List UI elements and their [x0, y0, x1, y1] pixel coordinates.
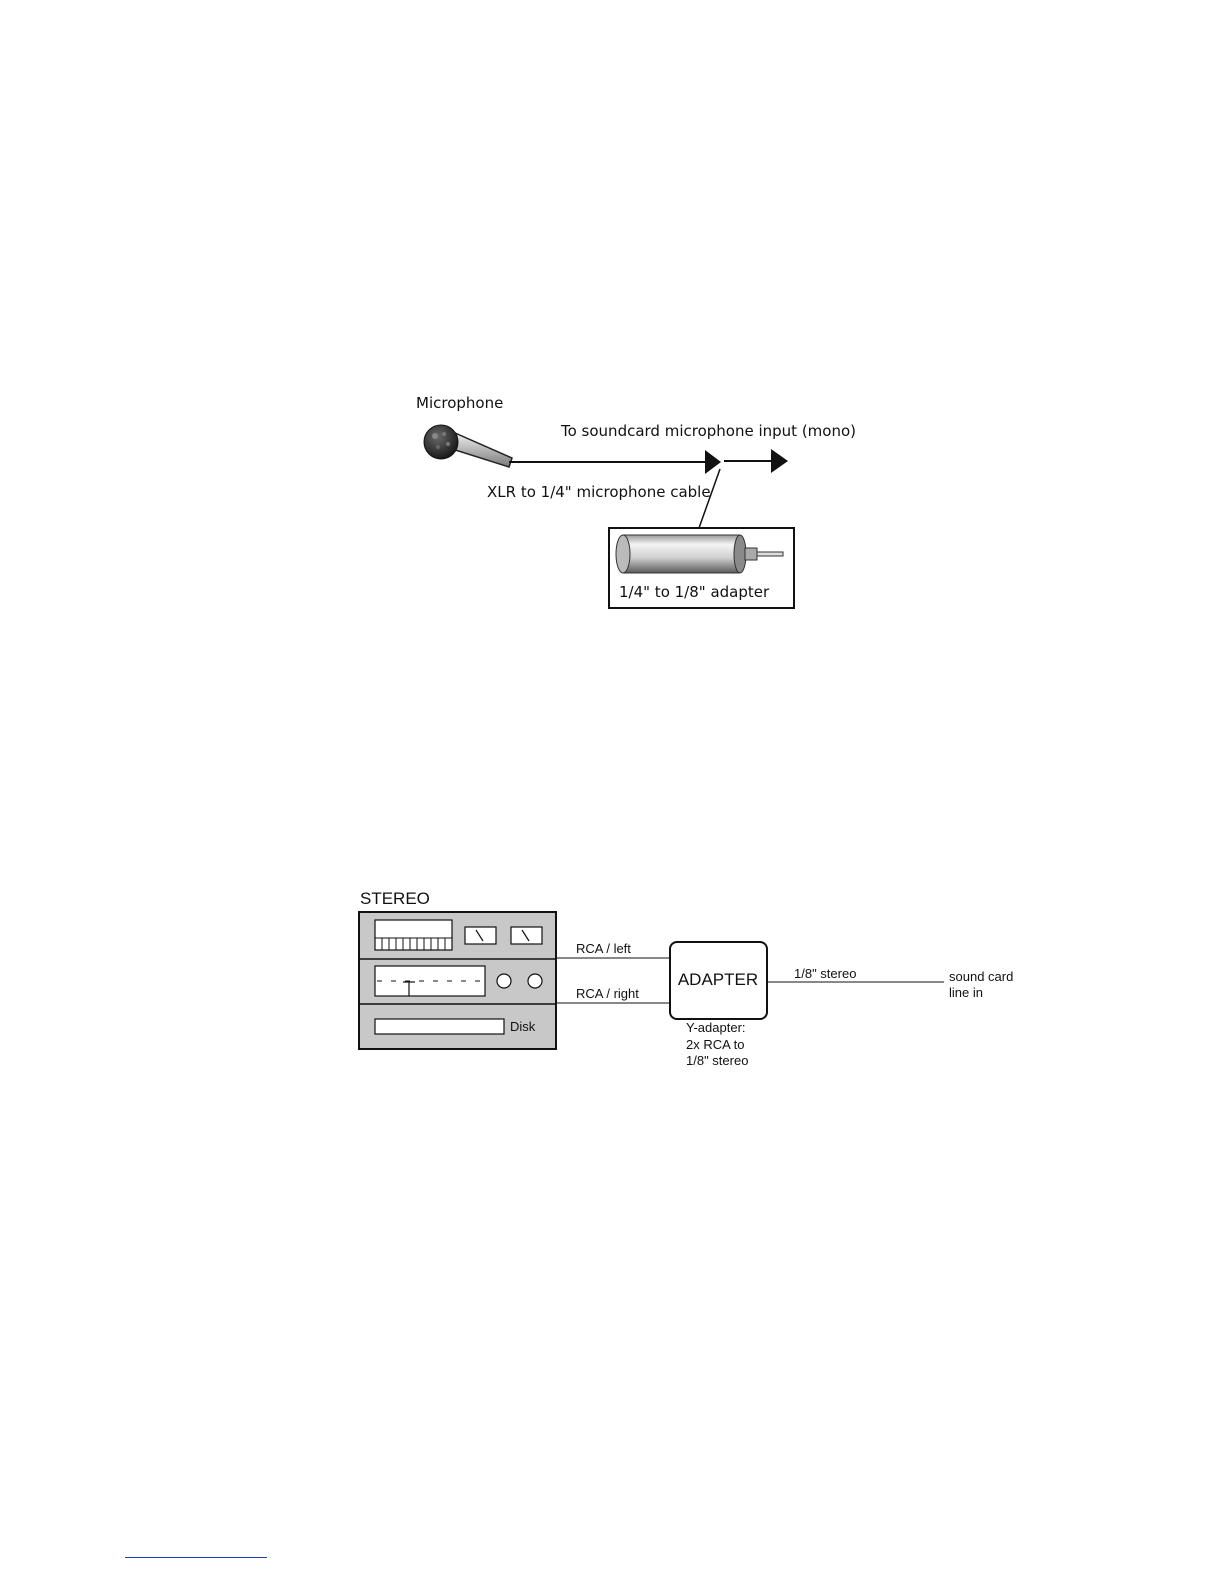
disk-label: Disk [510, 1019, 536, 1034]
tuner-display [375, 966, 485, 996]
output-label: To soundcard microphone input (mono) [560, 422, 856, 440]
soundcard-line-1: sound card [949, 969, 1013, 984]
footnote-separator [125, 1557, 267, 1558]
arrow-right-icon [771, 449, 788, 473]
microphone-label: Microphone [416, 394, 503, 412]
adapter-note-line-2: 2x RCA to [686, 1037, 745, 1052]
stereo-unit: Disk [359, 912, 556, 1049]
cable-label: XLR to 1/4" microphone cable [487, 483, 711, 501]
arrow-right-icon [705, 450, 721, 474]
equalizer-display [375, 920, 452, 950]
knob-right [528, 974, 542, 988]
adapter-note-line-1: Y-adapter: [686, 1020, 746, 1035]
stereo-diagram: STEREO [359, 889, 1013, 1068]
soundcard-line-2: line in [949, 985, 983, 1000]
adapter-label: 1/4" to 1/8" adapter [619, 583, 770, 601]
adapter-box-label: ADAPTER [678, 970, 758, 989]
stereo-cable-label: 1/8" stereo [794, 966, 856, 981]
microphone-icon [424, 425, 512, 467]
rca-right-label: RCA / right [576, 986, 639, 1001]
vu-meter-left [465, 927, 496, 944]
knob-left [497, 974, 511, 988]
microphone-diagram: Microphone To soundcard microphone input… [416, 394, 856, 608]
vu-meter-right [511, 927, 542, 944]
rca-left-label: RCA / left [576, 941, 631, 956]
disk-slot [375, 1019, 504, 1034]
stereo-label: STEREO [360, 889, 430, 908]
adapter-note-line-3: 1/8" stereo [686, 1053, 748, 1068]
